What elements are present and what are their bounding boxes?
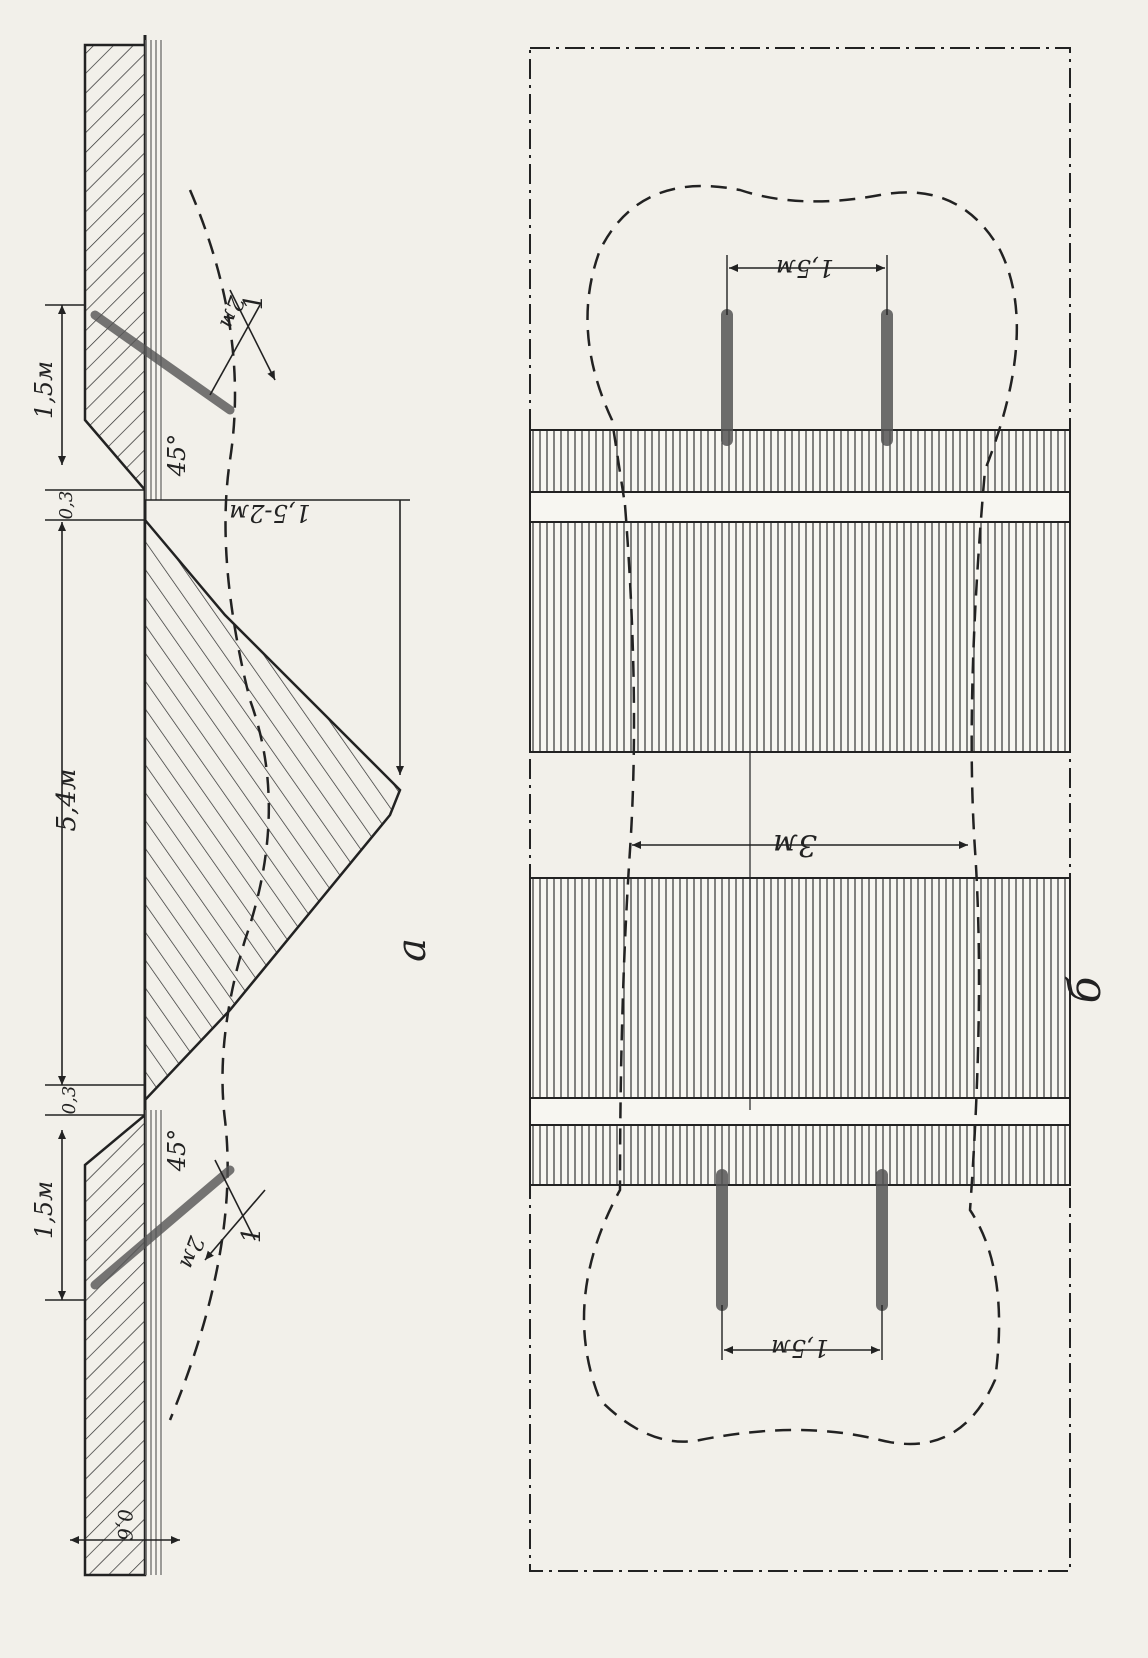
label-plan-top: 1,5м (776, 254, 834, 282)
label-top-offset: 1,5м (30, 361, 58, 419)
charge-hole-top (90, 310, 235, 415)
panel-b-plan: 1,5м 3м 1,5м б (529, 47, 1111, 1572)
label-plan-bottom: 1,5м (771, 1334, 829, 1362)
band-top-narrow (529, 429, 1071, 493)
crater-mound (143, 516, 402, 1104)
surface-strip-top (145, 40, 163, 500)
panel-a-letter: а (389, 938, 435, 962)
panel-b-letter: б (1060, 976, 1111, 1003)
panel-a-profile: 1,5м 0,3 5,4м 0,3 1,5м 0,6 1,5-2м 2м 2м … (30, 35, 435, 1577)
label-angle-bottom: 45° (163, 1129, 191, 1173)
label-thickness: 0,6 (113, 1509, 137, 1541)
label-depth: 1,5-2м (229, 499, 310, 527)
band-upper (529, 521, 1071, 753)
label-bottom-step: 0,3 (59, 1086, 80, 1115)
label-gap: 5,4м (52, 769, 82, 832)
band-lower (529, 877, 1071, 1099)
plan-crater-outline (582, 184, 1019, 1446)
label-angle-top: 45° (163, 434, 191, 478)
leader-top-callout (209, 304, 261, 396)
label-bottom-offset: 1,5м (30, 1181, 58, 1239)
label-plan-middle: 3м (773, 827, 817, 862)
label-top-step: 0,3 (56, 491, 77, 520)
leader-bottom-callout (214, 1159, 256, 1241)
label-charge-bottom: 2м (174, 1232, 209, 1272)
callout-top: 1 (239, 294, 269, 311)
plan-frame (529, 47, 1071, 1572)
bottom-rock-block (83, 1112, 147, 1577)
band-bottom-narrow (529, 1124, 1071, 1186)
callout-bottom: 1 (237, 1227, 267, 1244)
top-rock-block (83, 43, 147, 494)
charge-hole-bottom (90, 1165, 235, 1290)
surface-strip-bottom (145, 1110, 163, 1575)
leader-top-charge (229, 289, 276, 381)
leader-bottom-charge (204, 1189, 266, 1261)
